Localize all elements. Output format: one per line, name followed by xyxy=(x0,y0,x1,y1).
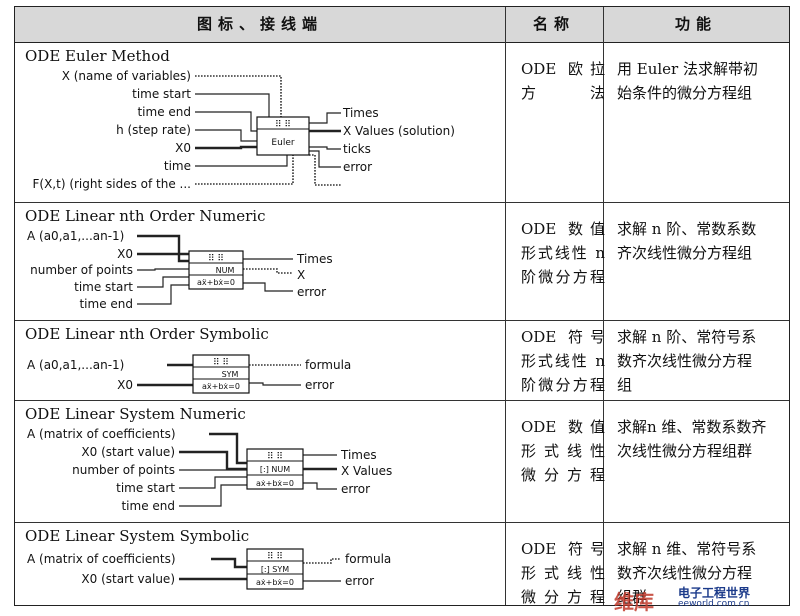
watermark-site-cn: 电子工程世界 xyxy=(678,586,751,600)
output-terminal-label: X Values (solution) xyxy=(343,124,455,138)
euler-vi-icon xyxy=(256,116,310,156)
icon-glyph: ⠿ ⠿ xyxy=(275,119,291,130)
column-divider xyxy=(603,7,604,605)
output-terminal-label: Times xyxy=(296,252,333,266)
vi-connector-diagram: X (name of variables) time start time en… xyxy=(33,69,455,191)
input-terminal-label: X0 xyxy=(175,141,191,155)
vi-function: 求解 n 维、常符号系数齐次线性微分方程组群 xyxy=(617,540,757,606)
sym-system-vi-icon xyxy=(246,548,304,590)
output-terminal-label: X xyxy=(297,268,305,282)
input-terminal-label: number of points xyxy=(30,263,133,277)
input-terminal-label: A (a0,a1,...an-1) xyxy=(27,358,124,372)
vi-title: ODE Linear System Numeric xyxy=(25,405,246,423)
output-terminal-label: error xyxy=(341,482,370,496)
vi-title: ODE Linear System Symbolic xyxy=(25,527,250,545)
input-terminal-label: number of points xyxy=(72,463,175,477)
input-terminal-label: X0 (start value) xyxy=(81,445,175,459)
vi-title: ODE Euler Method xyxy=(25,47,170,65)
output-terminal-label: error xyxy=(343,160,372,174)
icon-glyph: ⠿ ⠿ xyxy=(267,551,283,562)
vi-function: 求解 n 阶、常符号系数齐次线性微分方程组 xyxy=(617,328,757,394)
input-terminal-label: X0 (start value) xyxy=(81,572,175,586)
vi-connector-diagram: A (matrix of coefficients) X0 (start val… xyxy=(27,427,392,513)
vi-name: ODE 数值形式线性微分方程 xyxy=(521,418,605,484)
input-terminal-label: time end xyxy=(121,499,175,513)
icon-label: [:] SYM xyxy=(261,565,289,574)
input-terminal-label: time start xyxy=(132,87,191,101)
icon-equation: aẍ+bẋ=0 xyxy=(197,278,235,287)
function-table: 图标、接线端 名称 功能 ODE Euler Method X (name of… xyxy=(14,6,790,606)
input-terminal-label: X0 xyxy=(117,247,133,261)
output-terminal-label: error xyxy=(345,574,374,588)
input-terminal-label: X0 xyxy=(117,378,133,392)
input-terminal-label: time end xyxy=(79,297,133,311)
input-terminal-label: A (matrix of coefficients) xyxy=(27,427,176,441)
column-divider xyxy=(505,7,506,605)
vi-connector-diagram: A (matrix of coefficients) X0 (start val… xyxy=(27,548,391,590)
output-terminal-label: formula xyxy=(305,358,351,372)
icon-glyph: ⠿ ⠿ xyxy=(213,357,229,368)
icon-equation: aẋ+bẋ=0 xyxy=(256,479,294,488)
vi-name: ODE 欧拉方法 xyxy=(521,60,605,102)
output-terminal-label: X Values xyxy=(341,464,392,478)
vi-function: 求解n 维、常数系数齐次线性微分方程组群 xyxy=(617,418,767,460)
vi-connector-diagram: A (a0,a1,...an-1) X0 number of points ti… xyxy=(27,229,333,311)
watermark-brand: 维库 xyxy=(614,590,654,614)
output-terminal-label: error xyxy=(297,285,326,299)
input-terminal-label: F(X,t) (right sides of the ... xyxy=(33,177,192,191)
input-terminal-label: time end xyxy=(137,105,191,119)
input-terminal-label: A (matrix of coefficients) xyxy=(27,552,176,566)
output-terminal-label: Times xyxy=(342,106,379,120)
input-terminal-label: A (a0,a1,...an-1) xyxy=(27,229,124,243)
table-row-ode-linear-system-symbolic: ODE Linear System Symbolic A (matrix of … xyxy=(15,523,789,606)
vi-name: ODE 符号形式线性微分方程 xyxy=(521,540,605,606)
output-terminal-label: Times xyxy=(340,448,377,462)
icon-equation: aẋ+bẋ=0 xyxy=(256,578,294,587)
header-icon-terminal: 图标、接线端 xyxy=(196,15,323,33)
icon-glyph: ⠿ ⠿ xyxy=(267,451,283,462)
output-terminal-label: formula xyxy=(345,552,391,566)
icon-label: NUM xyxy=(216,266,235,275)
icon-label: SYM xyxy=(222,370,239,379)
sym-vi-icon xyxy=(192,354,250,394)
header-function: 功能 xyxy=(674,15,717,33)
watermark-site-en: eeworld.com.cn xyxy=(678,599,750,609)
num-vi-icon xyxy=(188,250,244,290)
table-header: 图标、接线端 名称 功能 xyxy=(15,7,789,43)
header-name: 名称 xyxy=(532,15,575,33)
input-terminal-label: h (step rate) xyxy=(116,123,191,137)
input-terminal-label: time xyxy=(164,159,191,173)
vi-title: ODE Linear nth Order Numeric xyxy=(25,207,266,225)
vi-function: 求解 n 阶、常数系数齐次线性微分方程组 xyxy=(617,220,757,262)
vi-function: 用 Euler 法求解带初始条件的微分方程组 xyxy=(617,60,758,102)
table-row-ode-linear-system-numeric: ODE Linear System Numeric A (matrix of c… xyxy=(15,401,789,523)
icon-glyph: ⠿ ⠿ xyxy=(208,253,224,264)
input-terminal-label: time start xyxy=(116,481,175,495)
num-system-vi-icon xyxy=(246,448,304,490)
table-row-ode-linear-nth-numeric: ODE Linear nth Order Numeric A (a0,a1,..… xyxy=(15,203,789,321)
table-row-ode-euler: ODE Euler Method X (name of variables) t… xyxy=(15,43,789,203)
input-terminal-label: X (name of variables) xyxy=(62,69,191,83)
output-terminal-label: error xyxy=(305,378,334,392)
icon-label: Euler xyxy=(271,138,294,148)
vi-connector-diagram: A (a0,a1,...an-1) X0 ⠿ ⠿ SYM aẍ+bẋ=0 for… xyxy=(27,354,351,394)
output-terminal-label: ticks xyxy=(343,142,371,156)
icon-label: [:] NUM xyxy=(260,465,290,474)
table-row-ode-linear-nth-symbolic: ODE Linear nth Order Symbolic A (a0,a1,.… xyxy=(15,321,789,401)
vi-title: ODE Linear nth Order Symbolic xyxy=(25,325,269,343)
site-watermark: 维库 电子工程世界 eeworld.com.cn xyxy=(614,580,794,614)
icon-equation: aẍ+bẋ=0 xyxy=(202,382,240,391)
input-terminal-label: time start xyxy=(74,280,133,294)
